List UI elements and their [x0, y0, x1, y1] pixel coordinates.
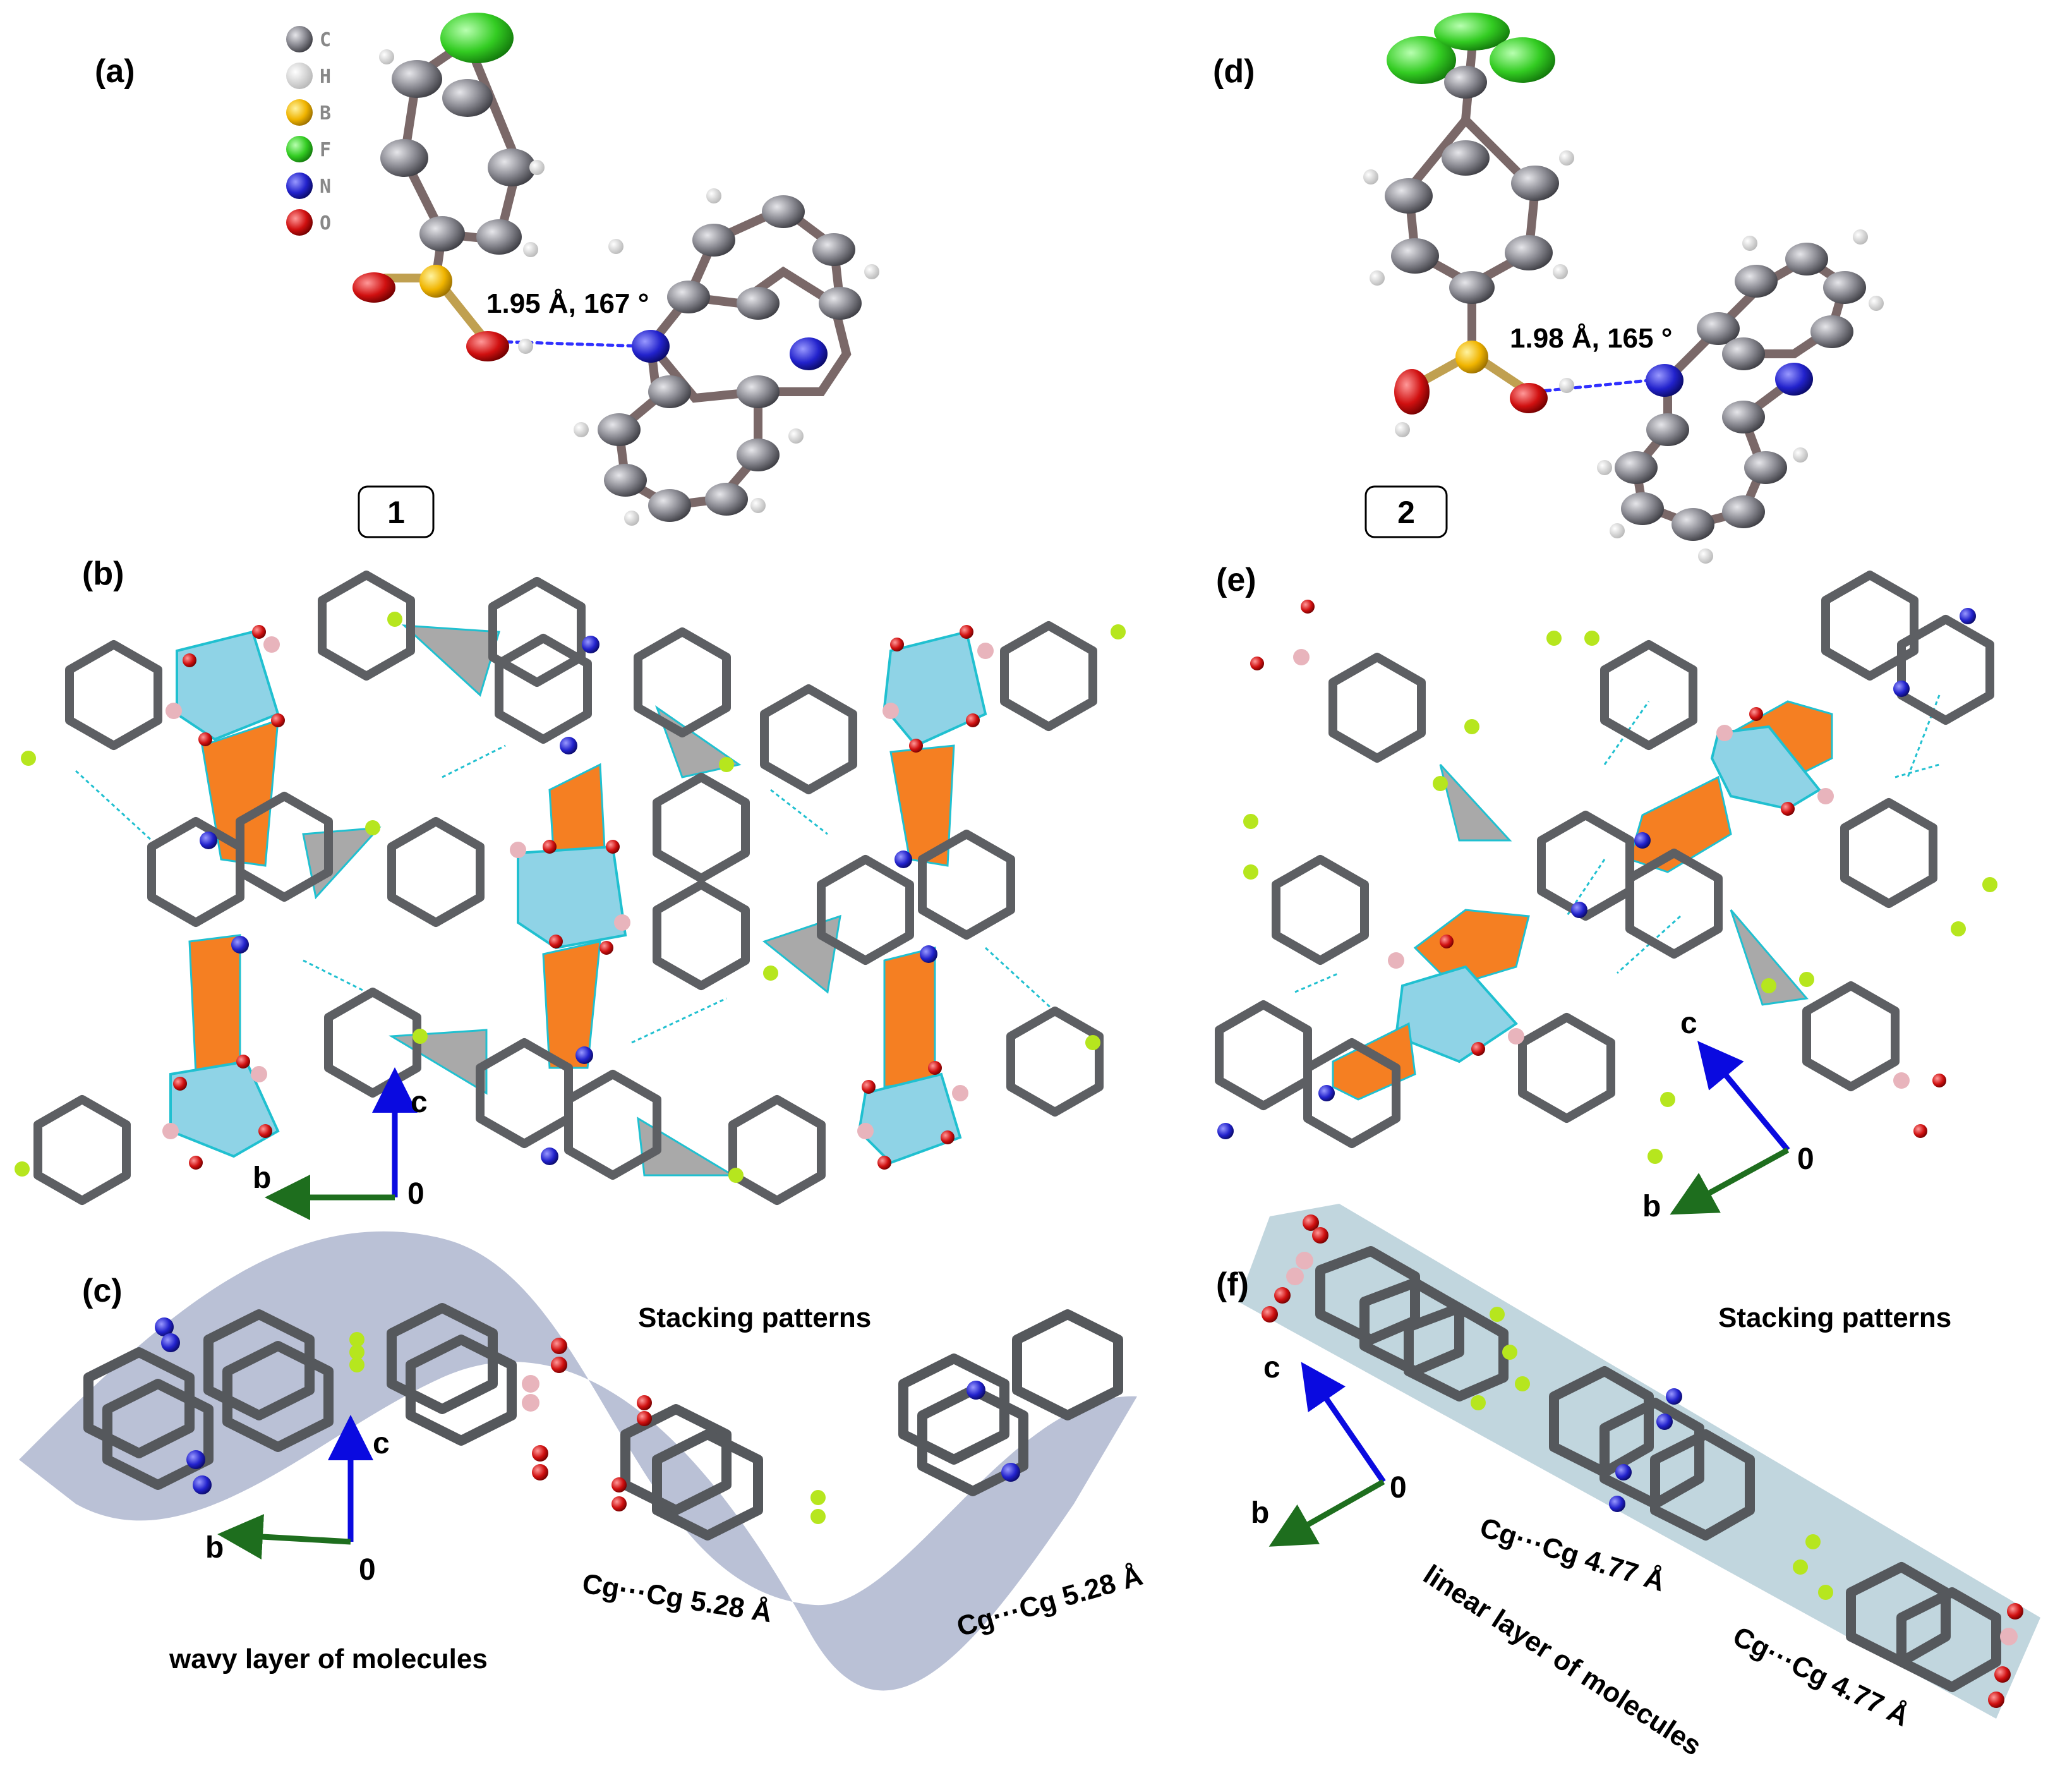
axis-b-label: b [1642, 1190, 1661, 1223]
legend-entry-h: H [286, 63, 331, 89]
cg-distance-f-1: Cg···Cg 4.77 Å [1476, 1512, 1668, 1597]
stacks-f [1315, 1246, 2001, 1692]
panel-b-label: (b) [82, 555, 124, 592]
atom-highlights-e [1217, 600, 1997, 1164]
axis-b-arrow [1268, 1479, 1385, 1547]
packing-motifs-e [1332, 700, 1833, 1101]
axis-b-label: b [253, 1161, 271, 1195]
axis-triad-b: c b 0 [253, 1067, 428, 1220]
wavy-layer-band [19, 1231, 1137, 1691]
stacking-title-c: Stacking patterns [638, 1302, 871, 1333]
element-legend: C H B F N O [286, 26, 331, 236]
legend-entry-o: O [286, 209, 331, 236]
stick-molecules-b [33, 571, 1104, 1205]
axis-triad-e: c b 0 [1642, 1007, 1814, 1223]
panel-e: (e) [1215, 562, 1997, 1223]
panel-a-label: (a) [95, 53, 135, 90]
legend-entry-n: N [286, 173, 331, 199]
legend-label-b: B [320, 102, 331, 124]
panel-f-label: (f) [1216, 1266, 1249, 1303]
axis-c-label: c [1263, 1351, 1280, 1384]
axis-b-arrow [1670, 1147, 1790, 1215]
boron-atom [419, 265, 452, 298]
axis-origin-label: 0 [359, 1553, 376, 1587]
panel-c-label: (c) [82, 1273, 123, 1309]
panel-d: (d) [1213, 13, 1884, 564]
legend-label-c: C [320, 29, 331, 51]
fluorine-atom [440, 13, 514, 63]
axis-c-label: c [1680, 1007, 1697, 1040]
axis-c-arrow [1697, 1041, 1790, 1152]
axis-triad-f: c b 0 [1251, 1351, 1407, 1547]
compound-number-2: 2 [1397, 495, 1415, 530]
contacts-b [75, 744, 1063, 1044]
axis-origin-label: 0 [1390, 1471, 1407, 1505]
compound-number-1: 1 [387, 495, 405, 530]
hbond-label-2: 1.98 Å, 165 ° [1510, 323, 1672, 354]
stacking-title-f: Stacking patterns [1718, 1302, 1951, 1333]
axis-c-label: c [411, 1086, 428, 1119]
ortep-atoms-1 [352, 13, 879, 526]
panel-d-label: (d) [1213, 53, 1255, 90]
axis-origin-label: 0 [1797, 1142, 1814, 1176]
axis-b-arrow [217, 1514, 351, 1559]
legend-label-f: F [320, 139, 331, 161]
stack-atoms-f [1262, 1214, 2023, 1708]
axis-b-label: b [205, 1531, 224, 1565]
legend-entry-c: C [286, 26, 331, 52]
ortep-atoms-2 [1363, 13, 1884, 564]
legend-label-h: H [320, 66, 331, 88]
legend-label-o: O [320, 212, 331, 234]
compound-box-2: 2 [1364, 485, 1448, 538]
layer-caption-c: wavy layer of molecules [169, 1644, 488, 1674]
layer-caption-f: linear layer of molecules [1418, 1559, 1707, 1762]
legend-label-n: N [320, 176, 331, 198]
axis-c-arrow [1301, 1362, 1386, 1484]
atom-highlights-b [15, 612, 1126, 1183]
linear-layer-band [1238, 1204, 2040, 1719]
panel-f: (f) Stacking patterns [1216, 1204, 2040, 1762]
panel-b: (b) [15, 555, 1126, 1220]
packing-motifs-b [169, 624, 987, 1177]
axis-triad-c: c b 0 [205, 1415, 390, 1587]
hbond-label-1: 1.95 Å, 167 ° [486, 288, 649, 319]
axis-origin-label: 0 [407, 1177, 425, 1211]
stack-atoms-c [155, 1317, 1020, 1524]
panel-e-label: (e) [1216, 562, 1256, 598]
panel-a: (a) C H B F N O [95, 13, 879, 538]
legend-entry-b: B [286, 99, 331, 126]
legend-entry-f: F [286, 136, 331, 162]
compound-box-1: 1 [358, 485, 435, 538]
axis-b-label: b [1251, 1496, 1269, 1530]
axis-c-label: c [373, 1427, 390, 1460]
panel-c: (c) Stacking patterns [19, 1231, 1146, 1691]
